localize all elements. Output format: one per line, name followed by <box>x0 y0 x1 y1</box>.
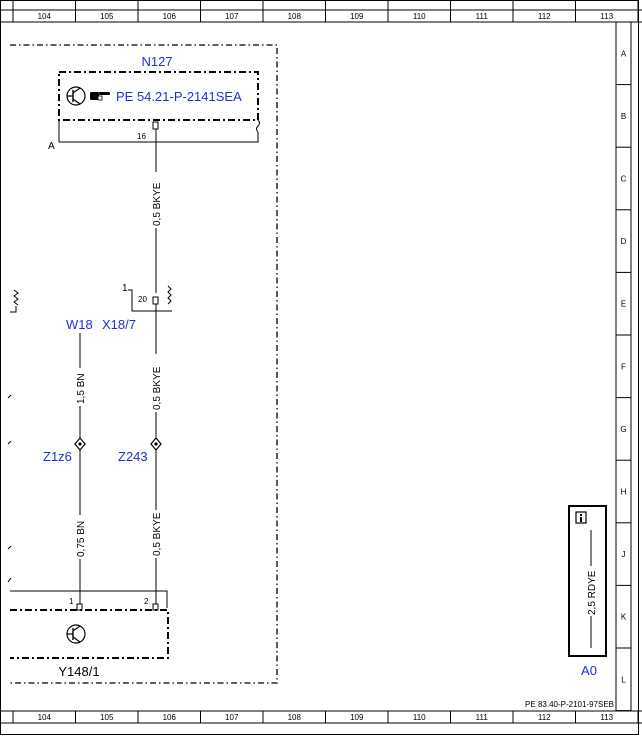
wire-label-0-5-bkye: 0,5 BKYE <box>152 366 163 410</box>
component-y148-housing <box>10 590 168 608</box>
column-label-105: 105 <box>100 12 114 21</box>
component-y148-box <box>10 609 169 659</box>
column-label-111: 111 <box>476 713 489 722</box>
column-label-111: 111 <box>476 12 489 21</box>
column-label-104: 104 <box>38 713 52 722</box>
column-label-107: 107 <box>225 12 239 21</box>
row-label-L: L <box>621 675 626 684</box>
row-label-B: B <box>621 112 626 121</box>
wire-label-gap <box>586 566 596 616</box>
column-label-110: 110 <box>413 713 426 722</box>
column-label-113: 113 <box>600 12 613 21</box>
column-label-112: 112 <box>538 713 551 722</box>
splice-z243-icon <box>150 437 162 451</box>
column-labels: 104 104 105 105 106 106 107 107 108 108 109 109 110 1… <box>38 12 614 722</box>
cutoff-tick <box>7 545 12 550</box>
wire-label-2-5-rdye: 2,5 RDYE <box>587 570 598 615</box>
wire-label-gap <box>151 510 161 558</box>
component-y148-label: Y148/1 <box>58 664 99 679</box>
cutoff-bracket <box>10 306 17 313</box>
row-ticks <box>616 21 631 712</box>
component-a0-box <box>568 505 607 657</box>
transistor-icon <box>66 624 86 644</box>
enclosure-boundary <box>10 44 278 684</box>
wire-label-0-75-bn: 0,75 BN <box>76 521 87 557</box>
column-label-108: 108 <box>288 12 302 21</box>
component-n127-label[interactable]: N127 <box>141 54 172 69</box>
component-z243-label[interactable]: Z243 <box>118 449 148 464</box>
side-label-a: A <box>48 141 55 152</box>
ground-zigzag <box>13 289 19 306</box>
wire-label-gap <box>75 368 85 406</box>
row-label-C: C <box>621 175 627 184</box>
column-label-105: 105 <box>100 713 114 722</box>
cutoff-tick <box>7 394 12 399</box>
row-label-G: G <box>620 425 626 434</box>
row-label-F: F <box>621 362 626 371</box>
wire-label-0-5-bkye: 0,5 BKYE <box>152 512 163 556</box>
transistor-icon <box>66 86 86 106</box>
column-label-110: 110 <box>413 12 426 21</box>
component-x18-label[interactable]: X18/7 <box>102 317 136 332</box>
row-labels: A B C D E F G H J K L <box>620 49 626 684</box>
column-label-107: 107 <box>225 713 239 722</box>
ground-zigzag <box>256 119 260 133</box>
pin-socket <box>76 603 83 611</box>
pin-number-2: 2 <box>144 597 149 606</box>
row-label-A: A <box>621 49 627 58</box>
column-label-113: 113 <box>600 713 613 722</box>
component-a0-label[interactable]: A0 <box>581 663 597 678</box>
component-w18-label[interactable]: W18 <box>66 317 93 332</box>
component-n127-reference[interactable]: PE 54.21-P-2141SEA <box>116 89 242 104</box>
column-label-106: 106 <box>163 12 177 21</box>
component-n127-box <box>58 71 259 121</box>
pin-socket <box>152 121 159 130</box>
row-label-J: J <box>622 550 626 559</box>
row-label-D: D <box>621 237 627 246</box>
connector-tag: 1 <box>122 283 128 294</box>
wire-label-gap <box>151 354 161 412</box>
column-label-106: 106 <box>163 713 177 722</box>
cutoff-tick <box>7 440 12 445</box>
column-label-109: 109 <box>350 713 364 722</box>
connector-pin-20: 20 <box>138 295 147 304</box>
row-label-E: E <box>621 300 626 309</box>
component-n127-housing <box>58 120 259 143</box>
column-label-104: 104 <box>38 12 52 21</box>
cutoff-tick <box>7 577 12 583</box>
footer-reference: PE 83.40-P-2101-97SEB <box>525 700 614 709</box>
info-icon <box>575 511 587 524</box>
row-label-K: K <box>621 613 627 622</box>
wire-label-1-5-bn: 1,5 BN <box>76 373 87 404</box>
pin-socket <box>152 296 159 305</box>
pin-number-1: 1 <box>69 597 74 606</box>
wire-label-0-5-bkye: 0,5 BKYE <box>152 182 163 226</box>
pointing-hand-icon <box>90 92 110 101</box>
connector-bracket <box>128 289 172 312</box>
ground-zigzag <box>167 285 172 305</box>
wire-label-gap <box>75 515 85 559</box>
splice-z1z6-icon <box>74 437 86 451</box>
column-label-108: 108 <box>288 713 302 722</box>
row-label-H: H <box>621 488 627 497</box>
column-label-109: 109 <box>350 12 364 21</box>
column-label-112: 112 <box>538 12 551 21</box>
component-z1z6-label[interactable]: Z1z6 <box>43 449 72 464</box>
wire-label-gap <box>151 172 161 228</box>
pin-number-16: 16 <box>137 132 146 141</box>
column-ticks <box>12 0 639 723</box>
